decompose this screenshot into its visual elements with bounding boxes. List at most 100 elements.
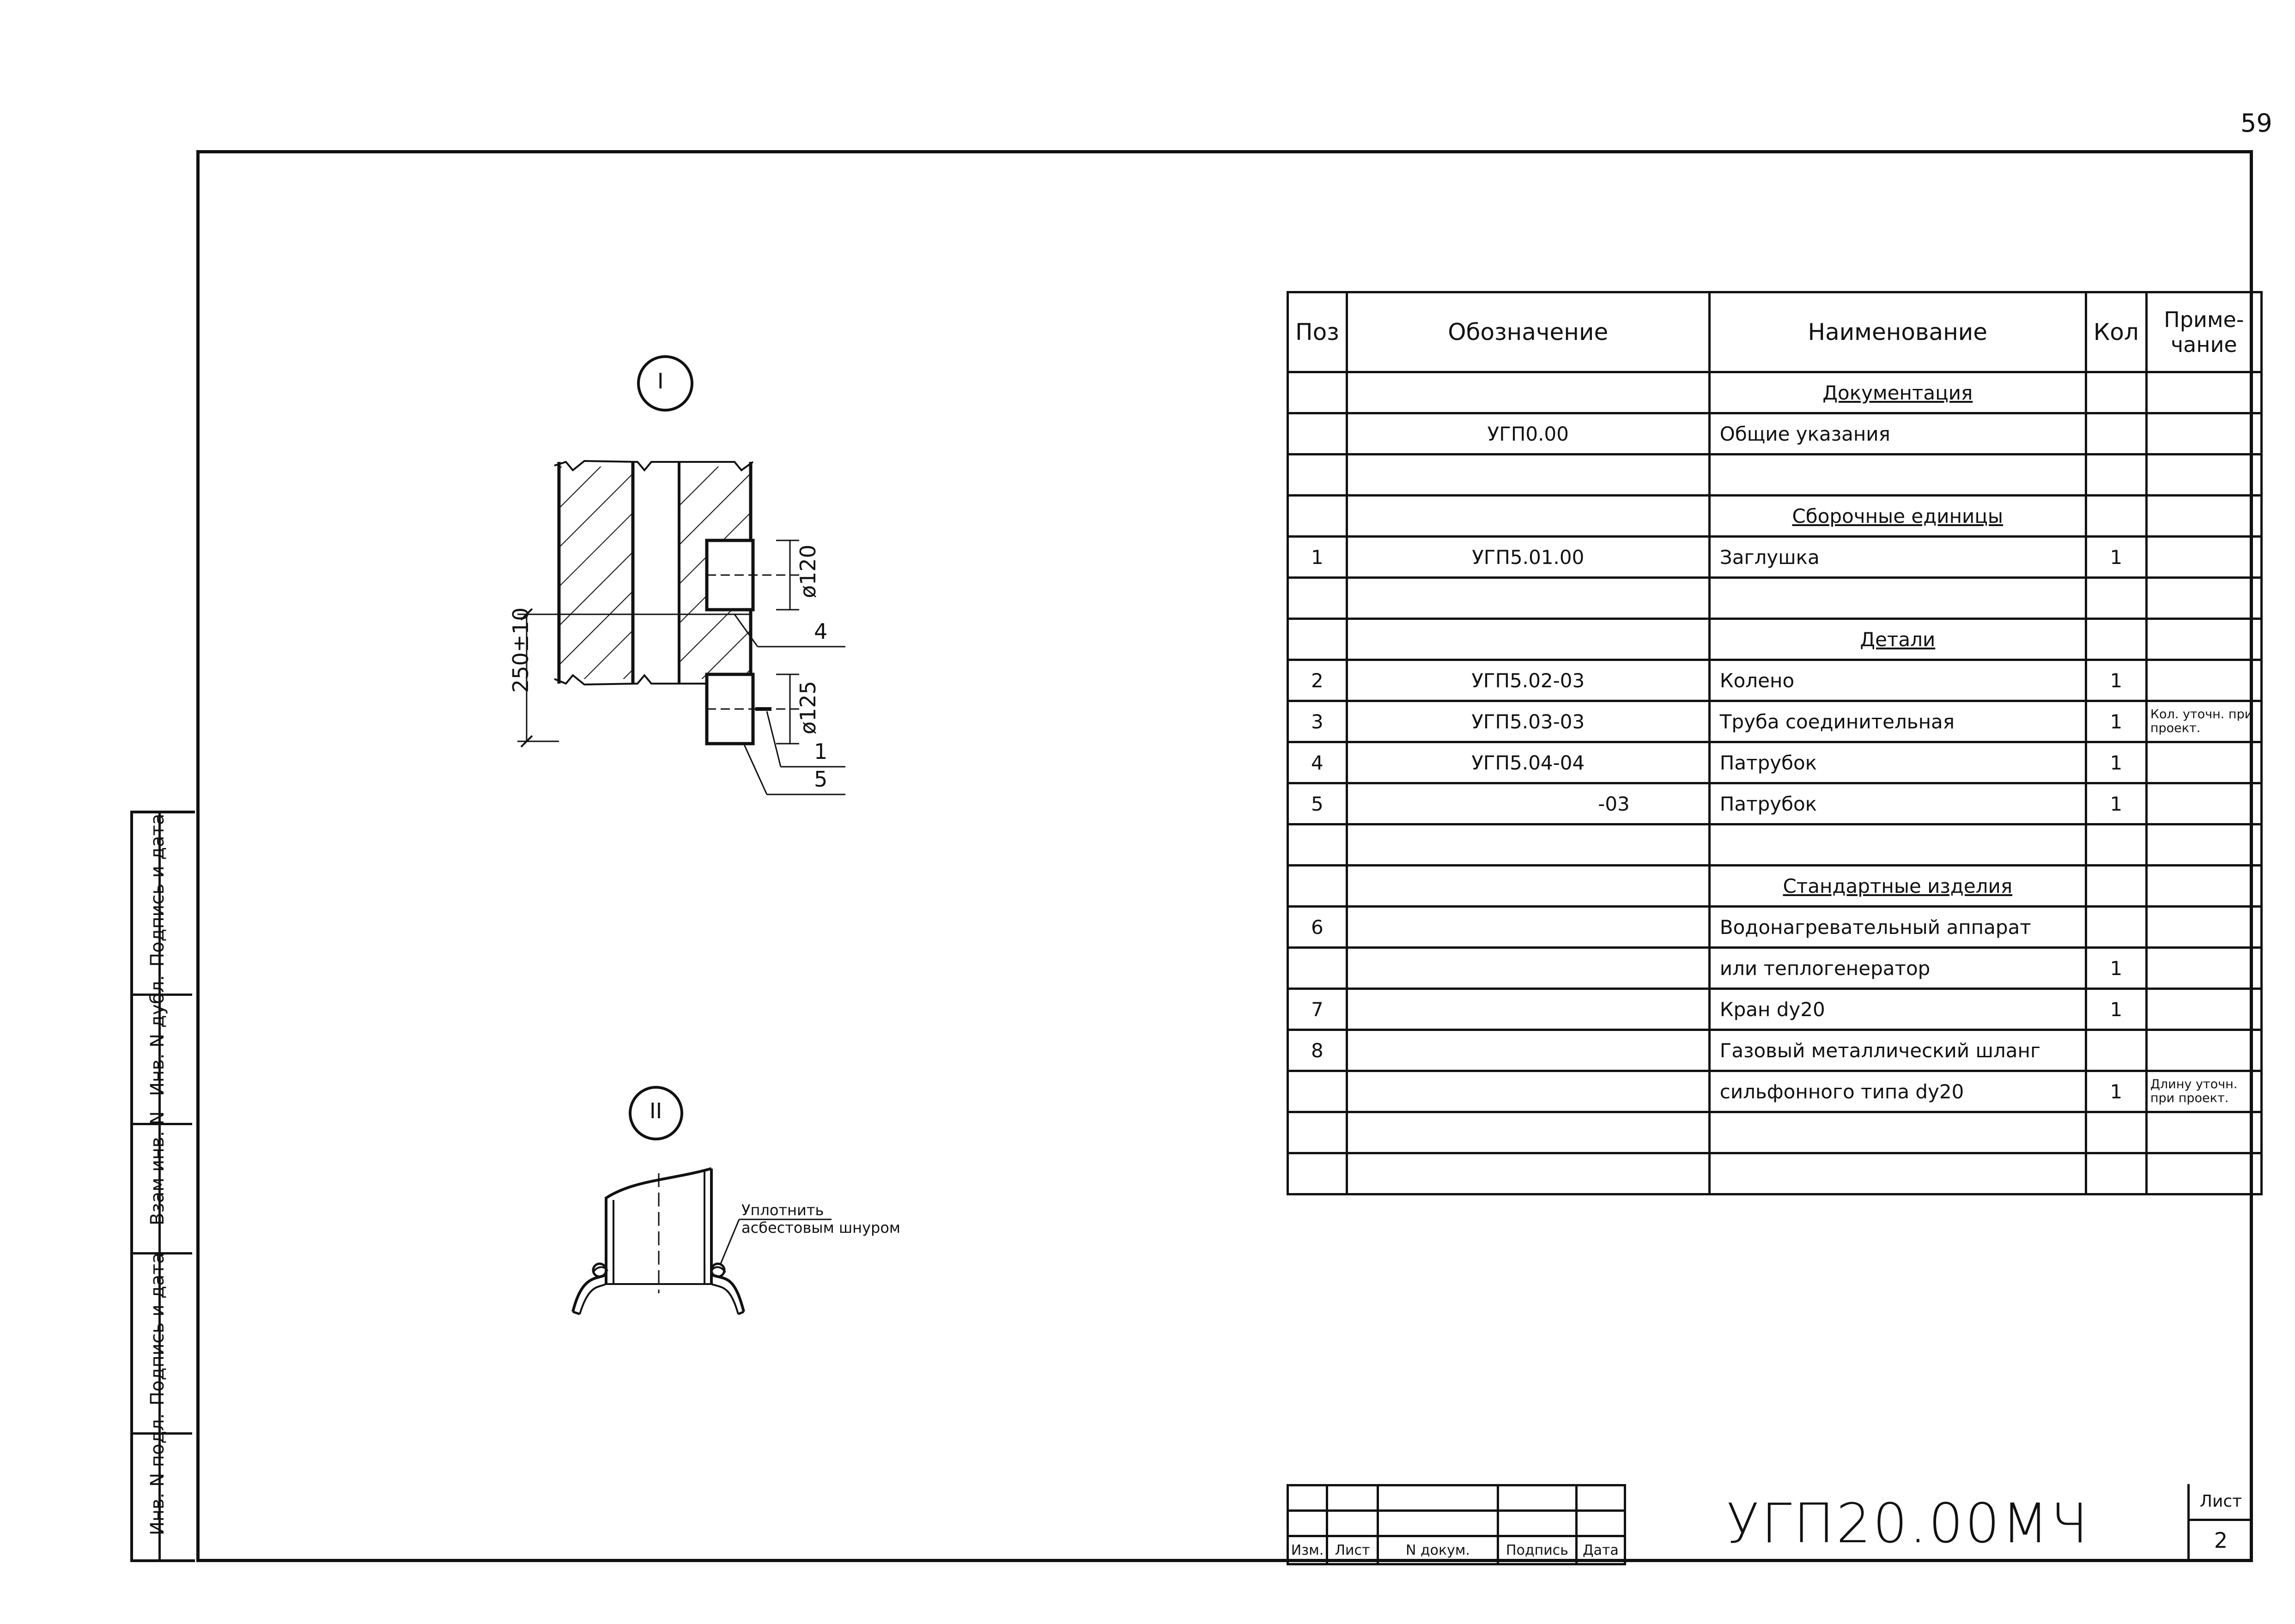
- cell-pos: [1287, 823, 1348, 867]
- strip-label: Подпись и дата: [147, 1252, 168, 1406]
- col-doc-number: N докум.: [1377, 1535, 1499, 1565]
- cell-note: [2145, 494, 2263, 538]
- cell-pos: 6: [1287, 905, 1348, 949]
- cell-name: [1708, 823, 2087, 867]
- cell-note: [2145, 946, 2263, 990]
- cell-qty: [2084, 618, 2148, 661]
- cell-qty: [2084, 494, 2148, 538]
- strip-cell: Подпись и дата: [133, 813, 192, 996]
- spec-row: [1287, 1111, 2263, 1154]
- dim-d125-label: ø125: [795, 681, 820, 734]
- cell-name: Колено: [1708, 659, 2087, 702]
- col-change: Изм.: [1287, 1535, 1328, 1565]
- cell-name: Общие указания: [1708, 412, 2087, 455]
- cell-pos: [1287, 576, 1348, 620]
- cell-pos: 7: [1287, 988, 1348, 1031]
- cell-pos: 5: [1287, 782, 1348, 825]
- cell-name: Газовый металлический шланг: [1708, 1029, 2087, 1072]
- col-sheet: Лист: [1326, 1535, 1379, 1565]
- col-signature: Подпись: [1497, 1535, 1578, 1565]
- header-note: Приме- чание: [2145, 291, 2263, 373]
- cell-note: [2145, 576, 2263, 620]
- leader-label-1: 1: [814, 739, 828, 764]
- dim-height-label: 250±10: [508, 607, 533, 693]
- cell-name: Детали: [1708, 618, 2087, 661]
- cell-name: Стандартные изделия: [1708, 864, 2087, 908]
- cell-note: [2145, 618, 2263, 661]
- wall-section-drawing: [517, 355, 845, 795]
- binding-strip: Подпись и дата Инв. N дубл. Взам инв. N …: [130, 811, 195, 1562]
- cell-note: [2145, 1152, 2263, 1195]
- cell-designation: [1345, 1152, 1711, 1195]
- cell-note: [2145, 1111, 2263, 1154]
- cell-qty: [2084, 823, 2148, 867]
- revision-grid: Изм. Лист N докум. Подпись Дата: [1287, 1484, 1626, 1565]
- cell-note: Длину уточн. при проект.: [2145, 1070, 2263, 1113]
- spec-row: Документация: [1287, 371, 2263, 414]
- cell-pos: [1287, 864, 1348, 908]
- strip-cell: Инв. N дубл.: [133, 975, 192, 1125]
- cell-note: [2145, 864, 2263, 908]
- spec-header-row: Поз Обозначение Наименование Кол Приме- …: [1287, 291, 2263, 373]
- strip-label: Взам инв. N: [147, 1111, 168, 1225]
- seal-note-line2: асбестовым шнуром: [741, 1219, 901, 1236]
- cell-name: Кран dy20: [1708, 988, 2087, 1031]
- detail-1-roman: I: [657, 369, 664, 394]
- cell-designation: [1345, 864, 1711, 908]
- cell-qty: 1: [2084, 782, 2148, 825]
- spec-row: [1287, 1152, 2263, 1195]
- header-name: Наименование: [1708, 291, 2087, 373]
- cell-qty: [2084, 905, 2148, 949]
- col-date: Дата: [1575, 1535, 1626, 1565]
- cell-designation: [1345, 1111, 1711, 1154]
- cell-qty: [2084, 1029, 2148, 1072]
- cell-name: сильфонного типа dy20: [1708, 1070, 2087, 1113]
- strip-label: Инв. N подл.: [147, 1413, 168, 1535]
- cell-pos: [1287, 618, 1348, 661]
- detail-2: II Уплотнить асбестовым шнуром: [554, 1081, 970, 1339]
- specification-table: Поз Обозначение Наименование Кол Приме- …: [1287, 291, 2263, 1195]
- cell-name: Труба соединительная: [1708, 700, 2087, 743]
- cell-name: [1708, 1152, 2087, 1195]
- cell-pos: 4: [1287, 741, 1348, 784]
- cell-pos: [1287, 494, 1348, 538]
- cell-pos: [1287, 946, 1348, 990]
- cell-note: [2145, 741, 2263, 784]
- cell-note: [2145, 823, 2263, 867]
- cell-note: Кол. уточн. при проект.: [2145, 700, 2263, 743]
- cell-qty: [2084, 1111, 2148, 1154]
- header-qty: Кол: [2084, 291, 2148, 373]
- document-code: УГП20.00МЧ: [1624, 1484, 2190, 1562]
- cell-designation: [1345, 905, 1711, 949]
- cell-name: Патрубок: [1708, 782, 2087, 825]
- cell-pos: [1287, 371, 1348, 414]
- cell-designation: [1345, 618, 1711, 661]
- spec-row: [1287, 823, 2263, 867]
- cell-designation: [1345, 1029, 1711, 1072]
- sheet-box: Лист 2: [2187, 1484, 2252, 1562]
- cell-qty: [2084, 1152, 2148, 1195]
- cell-qty: 1: [2084, 946, 2148, 990]
- cell-name: или теплогенератор: [1708, 946, 2087, 990]
- cell-name: Патрубок: [1708, 741, 2087, 784]
- cell-name: Заглушка: [1708, 535, 2087, 579]
- cell-pos: 2: [1287, 659, 1348, 702]
- strip-cell: Взам инв. N: [133, 1111, 192, 1254]
- sheet-number: 59: [2240, 109, 2272, 138]
- cell-note: [2145, 988, 2263, 1031]
- cell-note: [2145, 782, 2263, 825]
- cell-name: [1708, 453, 2087, 497]
- leader-label-4: 4: [814, 619, 828, 644]
- cell-designation: -03: [1345, 782, 1711, 825]
- cell-pos: [1287, 1111, 1348, 1154]
- pipe-seal-drawing: [571, 1086, 832, 1315]
- cell-qty: 1: [2084, 659, 2148, 702]
